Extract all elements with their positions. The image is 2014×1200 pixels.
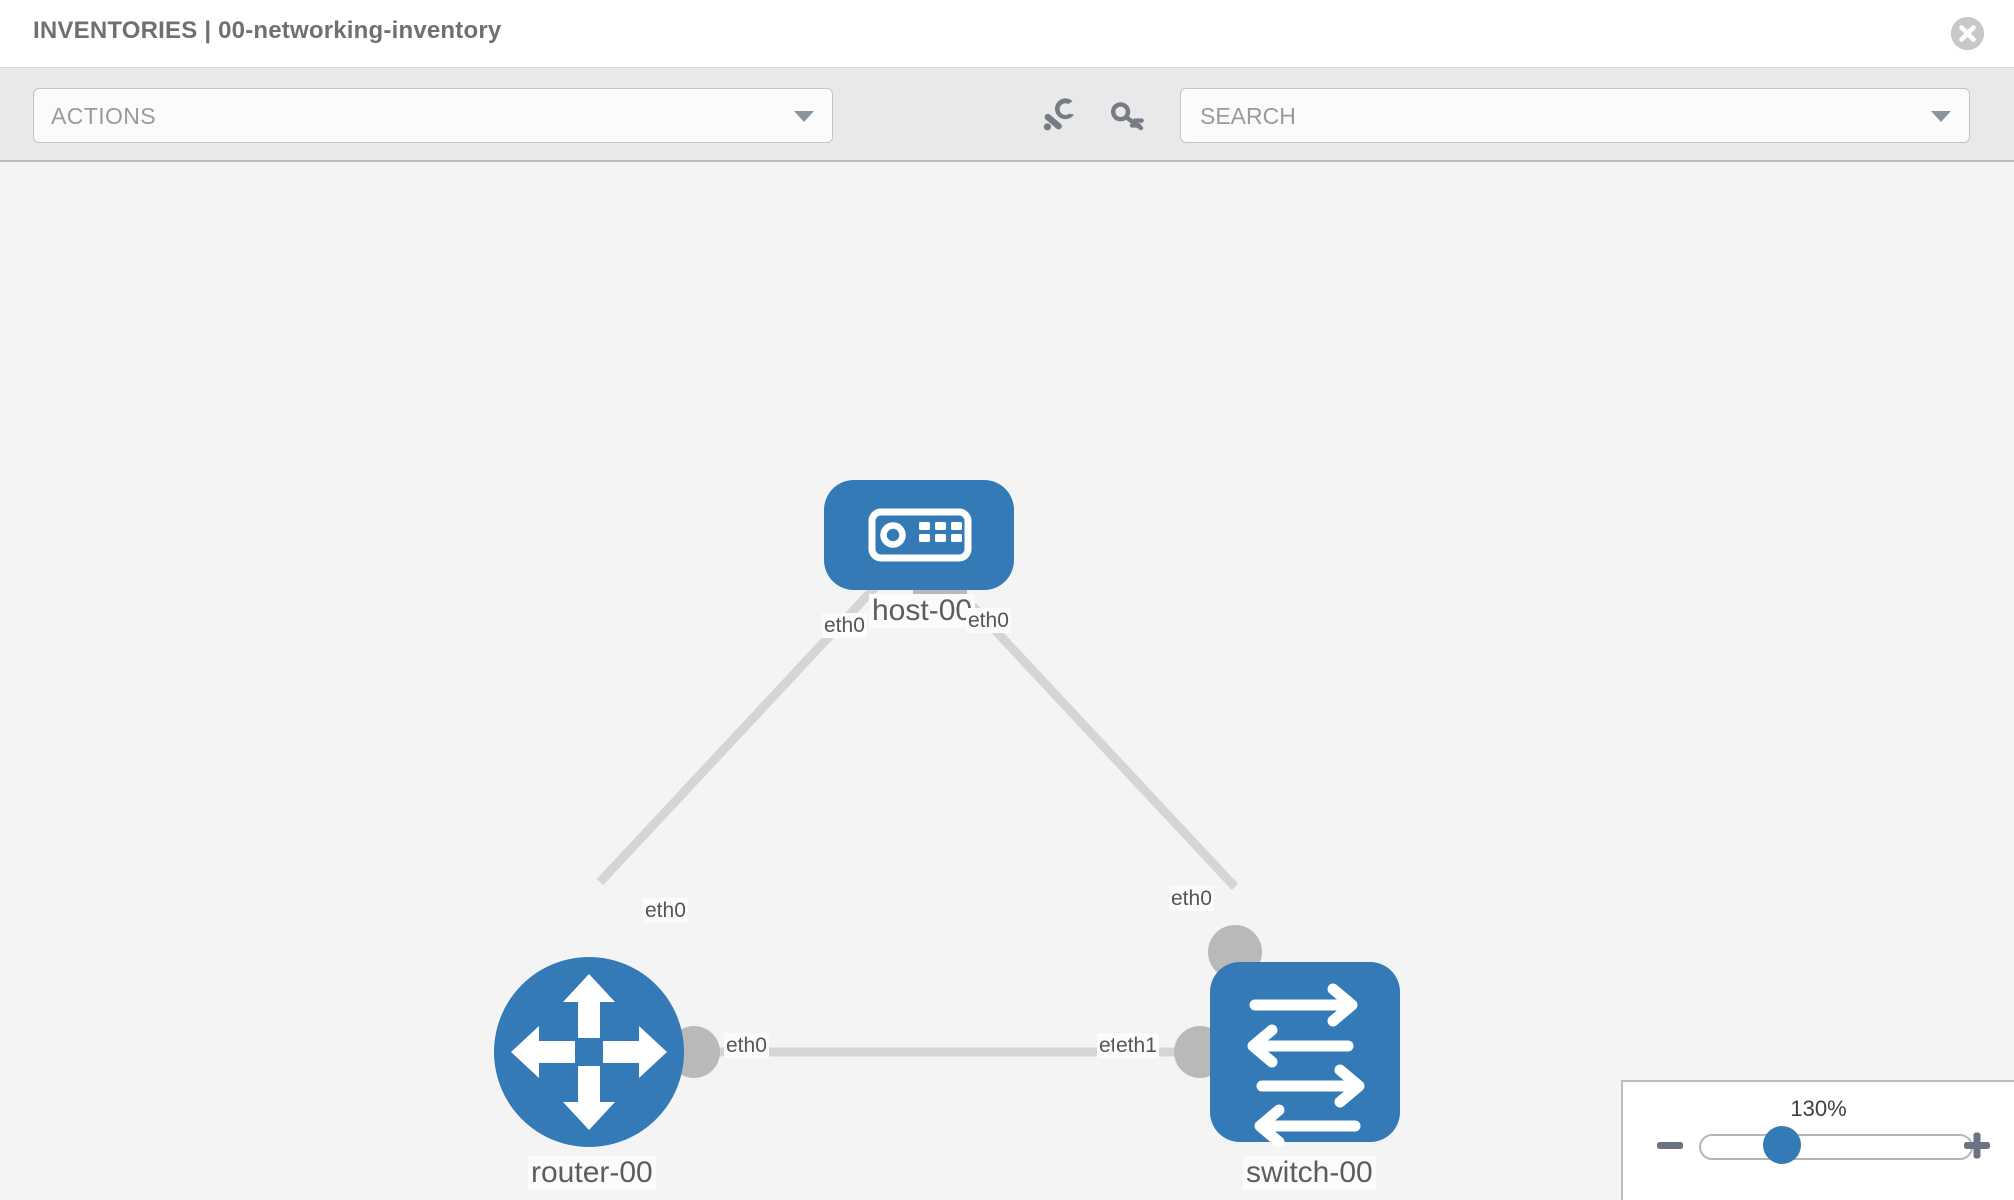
page-title: INVENTORIES | 00-networking-inventory: [33, 17, 502, 44]
search-input[interactable]: [1198, 89, 1902, 144]
node-label-router-00[interactable]: router-00: [528, 1156, 656, 1190]
interface-label-switch-up[interactable]: eth0: [1169, 886, 1214, 911]
minus-icon[interactable]: [1655, 1130, 1685, 1160]
zoom-slider[interactable]: [1699, 1134, 1973, 1160]
node-switch-00: [1210, 962, 1400, 1148]
interface-label-host-left[interactable]: eth0: [822, 613, 867, 638]
node-router-00: [494, 957, 684, 1147]
zoom-slider-thumb[interactable]: [1763, 1126, 1801, 1164]
node-host-00: [824, 480, 1014, 590]
chevron-down-icon[interactable]: [1931, 111, 1951, 122]
chevron-down-icon: [794, 111, 814, 122]
actions-dropdown-label: ACTIONS: [51, 103, 157, 129]
actions-dropdown[interactable]: ACTIONS: [33, 88, 833, 143]
toolbar: ACTIONS: [0, 68, 2014, 162]
close-icon[interactable]: [1951, 17, 1984, 50]
interface-label-router-up[interactable]: eth0: [643, 898, 688, 923]
search-box[interactable]: [1180, 88, 1970, 144]
topology-edges: [596, 578, 1239, 1057]
topology-graph: [494, 480, 1400, 1148]
interface-label-router-right[interactable]: eth0: [724, 1033, 769, 1058]
zoom-percent-label: 130%: [1790, 1096, 1847, 1121]
key-icon[interactable]: [1108, 98, 1148, 134]
topology-canvas[interactable]: host-00 router-00 switch-00 eth0 eth0 et…: [0, 162, 2014, 1200]
interface-label-switch-left-front[interactable]: eth1: [1114, 1033, 1159, 1058]
node-label-switch-00[interactable]: switch-00: [1243, 1156, 1376, 1190]
plus-icon[interactable]: [1962, 1130, 1992, 1160]
node-label-host-00[interactable]: host-00: [869, 594, 976, 628]
zoom-control-panel: 130%: [1621, 1080, 2014, 1200]
page-header: INVENTORIES | 00-networking-inventory: [0, 0, 2014, 68]
interface-label-host-right[interactable]: eth0: [966, 608, 1011, 633]
wrench-icon[interactable]: [1040, 98, 1080, 134]
